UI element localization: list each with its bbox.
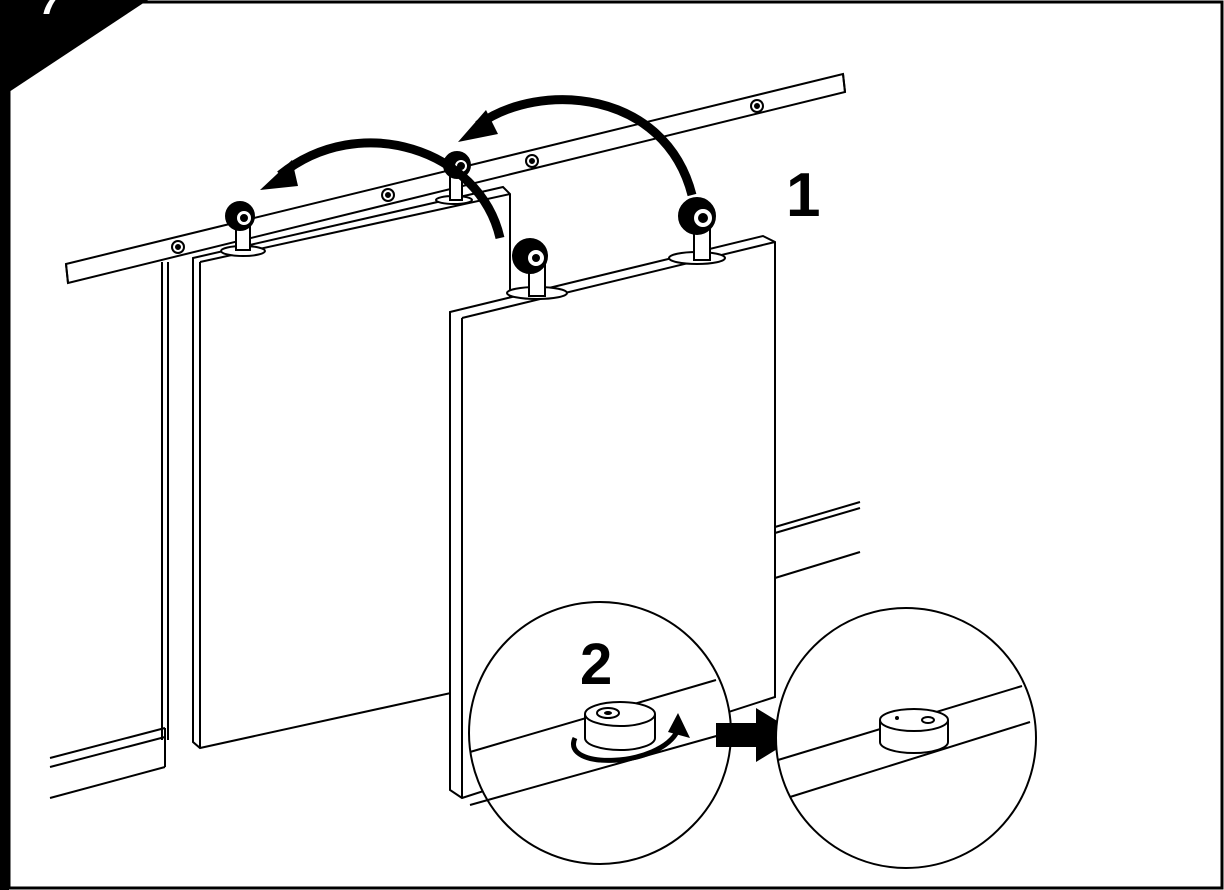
wall-baseboard-right xyxy=(774,501,861,579)
hang-arrow-left xyxy=(260,138,505,240)
roller-front-right xyxy=(668,197,726,265)
wall-baseboard-left xyxy=(49,727,166,799)
step-one-label: 1 xyxy=(786,161,820,230)
detail-circle-after xyxy=(775,607,1037,869)
step-corner-tab: 7 xyxy=(0,0,148,890)
detail-circle-before xyxy=(468,601,732,865)
roller-back-left xyxy=(220,201,266,257)
wall-post xyxy=(161,262,169,740)
roller-front-left xyxy=(506,238,568,300)
step-two-label: 2 xyxy=(580,632,612,697)
step-number-label: 7 xyxy=(40,0,64,23)
hang-arrow-right xyxy=(458,95,697,197)
rail-bolts xyxy=(171,99,764,254)
